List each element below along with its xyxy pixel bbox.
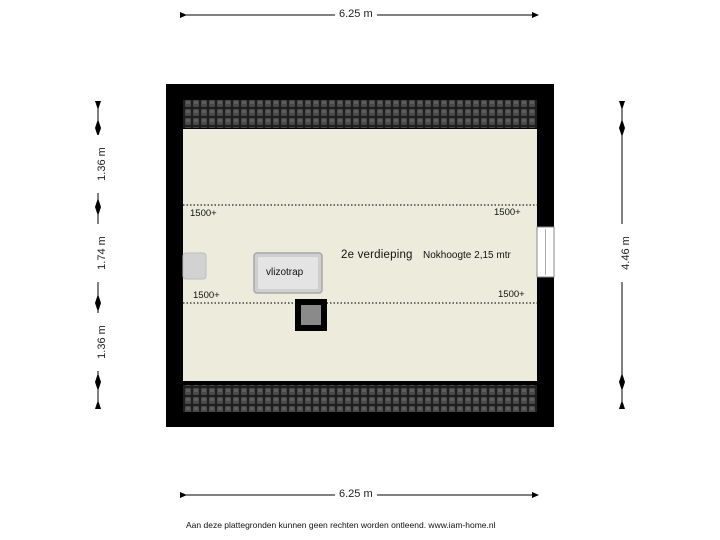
floor-area [183,129,537,381]
height-label-lower-left: 1500+ [193,290,220,301]
dimension-top: 6.25 m [335,8,377,20]
footer-disclaimer: Aan deze plattegronden kunnen geen recht… [186,520,496,530]
dimension-left-top: 1.36 m [96,135,108,193]
height-label-upper-right: 1500+ [494,207,521,218]
vlizotrap-label: vlizotrap [266,267,304,278]
wall-fixture [182,252,207,280]
dimension-left-middle: 1.74 m [96,224,108,282]
dimension-left-bottom: 1.36 m [96,313,108,371]
roof-tiles-bottom [183,385,537,412]
roof-tiles-top [183,100,537,128]
dimension-bottom: 6.25 m [335,488,377,500]
room-note: Nokhoogte 2,15 mtr [423,250,511,261]
dimension-right: 4.46 m [620,224,632,282]
room-name: 2e verdieping [341,249,413,261]
height-label-upper-left: 1500+ [190,208,217,219]
height-label-lower-right: 1500+ [498,289,525,300]
